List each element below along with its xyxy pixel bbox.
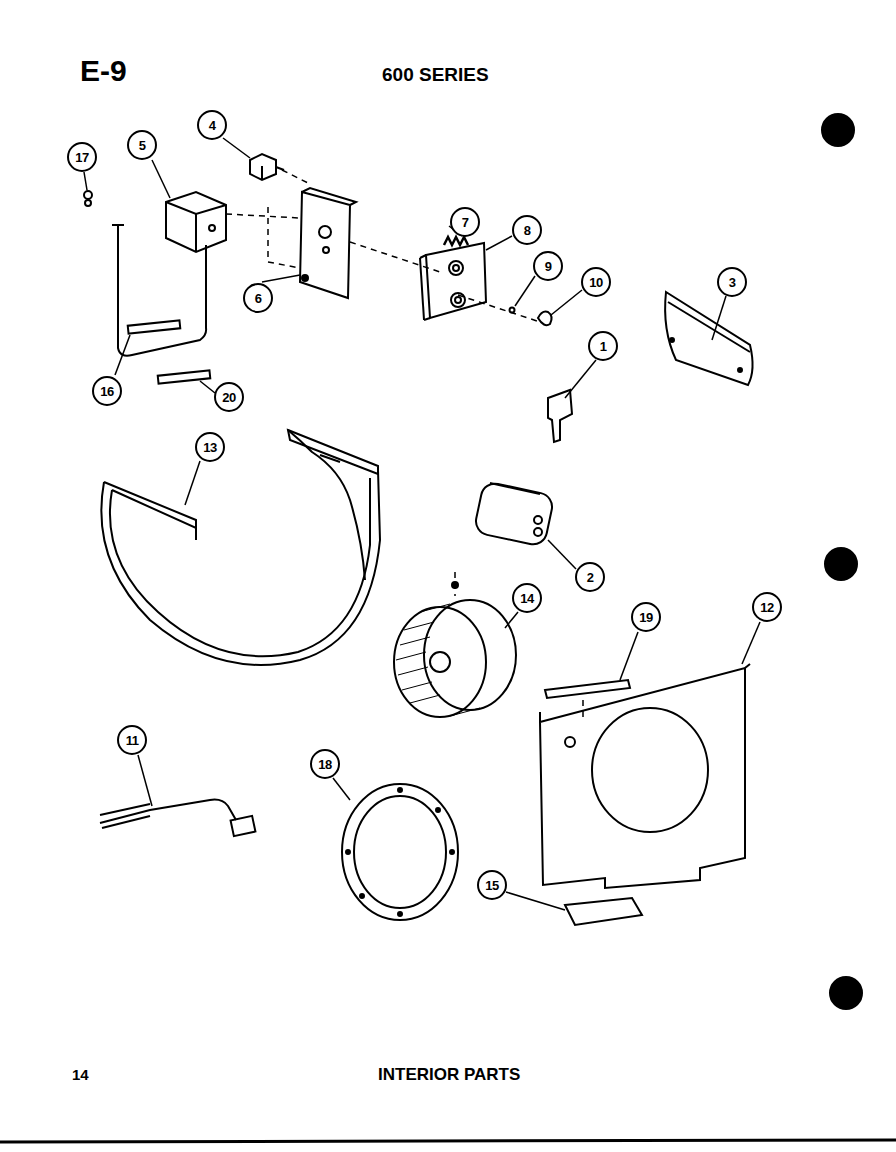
callout-number: 15 [485,879,498,892]
callout-circle: 9 [533,251,563,281]
callout-circle: 8 [512,215,542,245]
callout-circle: 14 [512,583,542,613]
callout-number: 9 [545,260,552,273]
callout-number: 16 [100,385,113,398]
callout-number: 17 [75,151,88,164]
callout-number: 11 [126,734,139,747]
callout-circle: 20 [214,382,244,412]
callout-number: 5 [139,139,146,152]
callout-circle: 6 [243,283,273,313]
callout-circle: 3 [717,267,747,297]
callout-circle: 1 [588,331,618,361]
callout-circle: 10 [581,267,611,297]
callout-circle: 12 [752,592,782,622]
callout-circle: 11 [117,725,147,755]
callout-circle: 18 [310,749,340,779]
callout-circle: 7 [450,207,480,237]
callout-circle: 13 [195,432,225,462]
callout-number: 6 [255,292,262,305]
callout-number: 20 [222,391,235,404]
page-number: 14 [72,1066,89,1083]
callout-circle: 5 [127,130,157,160]
callout-number: 3 [729,276,736,289]
callout-number: 19 [639,611,652,624]
callout-circle: 4 [197,110,227,140]
callout-number: 14 [520,592,533,605]
figure-number: E-9 [80,54,127,88]
callout-circle: 16 [92,376,122,406]
callout-circle: 19 [631,602,661,632]
callout-circle: 17 [67,142,97,172]
callout-number: 8 [524,224,531,237]
callout-number: 7 [462,216,469,229]
callout-circle: 2 [575,562,605,592]
callout-number: 4 [209,119,216,132]
callout-number: 2 [587,571,594,584]
callout-number: 1 [600,340,607,353]
callout-number: 10 [589,276,602,289]
page-title: 600 SERIES [382,64,489,86]
callout-circle: 15 [477,870,507,900]
callout-number: 12 [760,601,773,614]
page-caption: INTERIOR PARTS [378,1065,520,1085]
callout-number: 13 [203,441,216,454]
callout-number: 18 [318,758,331,771]
